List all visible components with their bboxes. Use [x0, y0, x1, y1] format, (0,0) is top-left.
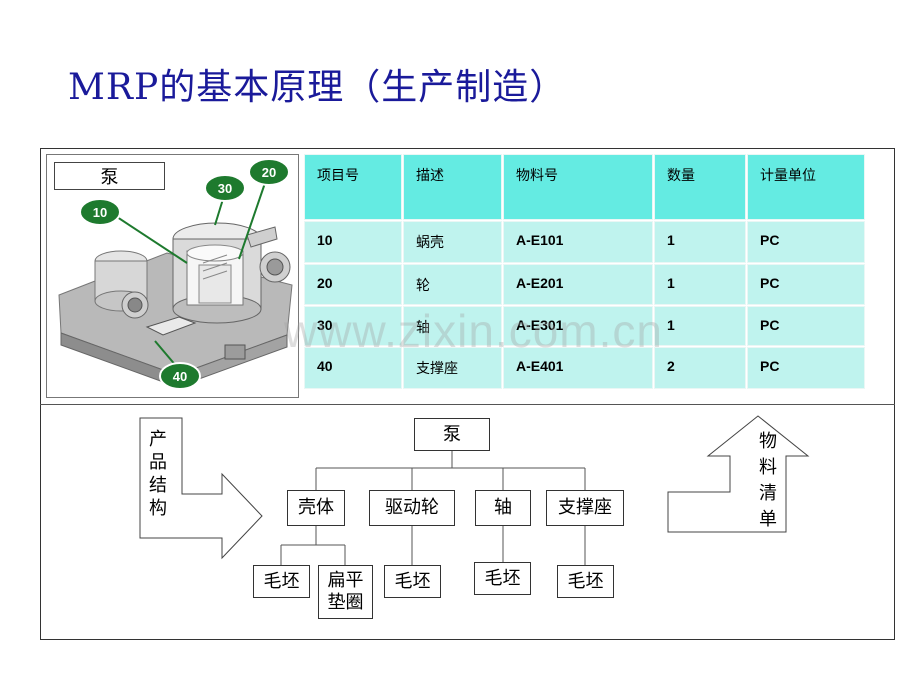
leader-30	[214, 198, 224, 226]
right-arrow-char-4: 单	[759, 509, 777, 530]
content-frame	[40, 148, 895, 640]
row4-item-no: 40	[304, 347, 402, 389]
left-arrow-char-2: 品	[149, 452, 167, 473]
callout-10-badge	[79, 198, 121, 226]
watermark: www.zixin.com.cn	[284, 305, 663, 357]
left-arrow-char-1: 产	[149, 429, 167, 450]
impeller-vane-1	[202, 254, 228, 264]
callout-10-text: 10	[93, 205, 107, 220]
callout-20-text: 20	[262, 165, 276, 180]
row1-quantity: 1	[654, 221, 746, 263]
row3-unit: PC	[747, 306, 865, 346]
leaf-flat-washer-line1: 扁平	[327, 570, 364, 591]
row3-description: 轴	[403, 306, 502, 346]
node-root-pump: 泵	[414, 418, 490, 451]
row1-description: 蜗壳	[403, 221, 502, 263]
leader-10	[110, 212, 188, 264]
row1-material-no: A-E101	[503, 221, 653, 263]
node-support: 支撑座	[546, 490, 624, 526]
impeller-top	[186, 244, 244, 262]
row3-material-no: A-E301	[503, 306, 653, 346]
leaf-flat-washer: 扁平 垫圈	[318, 565, 373, 619]
header-quantity: 数量	[654, 154, 746, 220]
node-drive-wheel: 驱动轮	[369, 490, 455, 526]
header-description: 描述	[403, 154, 502, 220]
base-slot	[145, 316, 197, 336]
row4-quantity: 2	[654, 347, 746, 389]
header-unit: 计量单位	[747, 154, 865, 220]
right-arrow-shape	[667, 415, 810, 533]
leader-20	[238, 182, 266, 260]
pump-drawing: 10 30 20 40	[58, 158, 293, 390]
callout-30-text: 30	[218, 181, 232, 196]
row2-material-no: A-E201	[503, 264, 653, 305]
left-arrow-char-4: 构	[149, 498, 167, 519]
side-port-inner	[127, 297, 143, 313]
top-pipe	[246, 226, 278, 248]
pump-illustration: 10 30 20 40 泵	[46, 154, 299, 398]
right-arrow-char-3: 清	[759, 483, 777, 504]
leaf-flat-washer-line2: 垫圈	[327, 592, 364, 613]
callout-40-text: 40	[173, 369, 187, 384]
row2-description: 轮	[403, 264, 502, 305]
outlet-pipe-inner	[266, 258, 284, 276]
callout-30-badge	[204, 174, 246, 202]
leaf-shell-blank: 毛坯	[253, 565, 310, 598]
section-divider	[40, 404, 895, 405]
page-title: MRP的基本原理（生产制造）	[68, 67, 567, 108]
leader-40	[154, 340, 178, 368]
impeller-vane-2	[202, 262, 228, 272]
leaf-drive-blank: 毛坯	[384, 565, 441, 598]
right-arrow-char-1: 物	[759, 431, 777, 452]
row4-unit: PC	[747, 347, 865, 389]
row3-quantity: 1	[654, 306, 746, 346]
row1-unit: PC	[747, 221, 865, 263]
row3-item-no: 30	[304, 306, 402, 346]
pump-label: 泵	[54, 162, 165, 190]
row4-material-no: A-E401	[503, 347, 653, 389]
callout-20-badge	[248, 158, 290, 186]
leaf-shaft-blank: 毛坯	[474, 562, 531, 595]
left-arrow-shape	[139, 417, 263, 560]
impeller-vane-3	[202, 270, 228, 280]
header-item-no: 项目号	[304, 154, 402, 220]
row2-quantity: 1	[654, 264, 746, 305]
row2-item-no: 20	[304, 264, 402, 305]
left-arrow-char-3: 结	[149, 475, 167, 496]
row4-description: 支撑座	[403, 347, 502, 389]
node-shaft: 轴	[475, 490, 531, 526]
leaf-support-blank: 毛坯	[557, 565, 614, 598]
node-shell: 壳体	[287, 490, 345, 526]
callout-40-badge	[159, 362, 201, 390]
right-arrow-char-2: 料	[759, 457, 777, 478]
header-material-no: 物料号	[503, 154, 653, 220]
foot-bolt	[224, 344, 246, 360]
row2-unit: PC	[747, 264, 865, 305]
row1-item-no: 10	[304, 221, 402, 263]
